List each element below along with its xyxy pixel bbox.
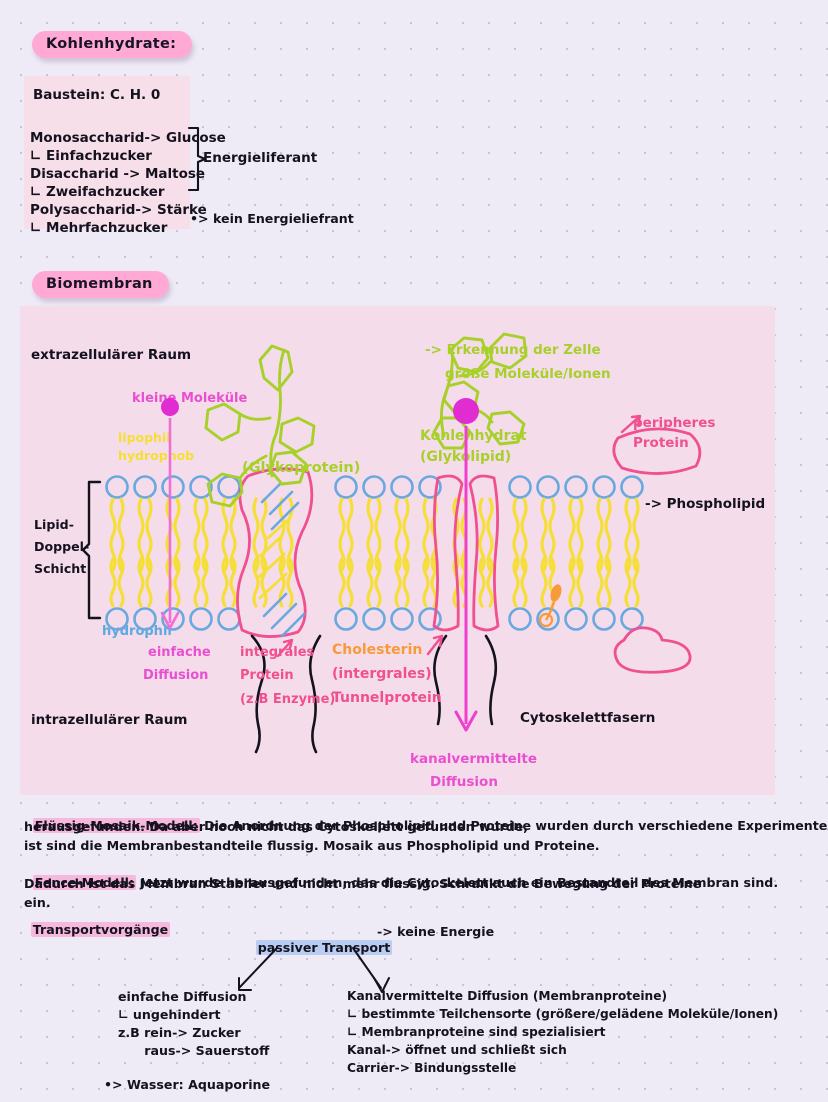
phospholipid-heads-lower [105,607,644,631]
small-molecule-dot [161,398,179,416]
tunnel-protein-shape [432,474,500,632]
left-branch-line-1: ∟ ungehindert [118,1007,221,1022]
peripheral-protein-label-2: Protein [633,435,689,451]
fence-line-0: Fence-Modell: Jetzt wurde herausgefunden… [24,856,778,891]
phospholipid-label: -> Phospholipid [645,496,766,512]
passive-transport-note: -> keine Energie [377,924,495,939]
left-branch-line-3: raus-> Sauerstoff [118,1043,270,1058]
hydrophil-label: hydrophil [102,624,172,639]
peripheral-protein-label-1: peripheres [633,415,716,431]
phospholipid-tails-upper [109,497,640,572]
biomembrane-header-label: Biomembran [32,271,169,298]
recognition-note-2: größe Moleküle/Ionen [445,366,611,382]
integral-protein-label-1: integrales [240,645,315,660]
right-branch-line-1: ∟ bestimmte Teilchensorte (größere/geläd… [347,1007,779,1021]
hydrophob-label: hydrophob [118,448,195,463]
carbs-building-block: Baustein: C. H. 0 [33,87,161,103]
channel-diffusion-label-2: Diffusion [430,774,498,790]
cholesterol-molecule [538,584,562,628]
energy-supplier-label: Energieliferant [203,150,318,166]
carbs-box [24,76,190,229]
fence-term: Fence-Modell: [32,874,137,890]
water-note: •> Wasser: Aquaporine [104,1077,271,1092]
glycoprotein-sugar-chain [204,344,316,508]
lipid-bilayer-label-1: Lipid- [34,517,74,532]
transport-header: Transportvorgänge [22,903,171,938]
passive-transport-label: passiver Transport [255,939,393,955]
simple-diffusion-label-1: einfache [148,645,211,660]
transport-branch-arrows [238,947,390,993]
annotation-arrows [276,414,642,658]
right-branch-line-3: Kanal-> öffnet und schließt sich [347,1043,567,1057]
channel-diffusion-label-1: kanalvermittelte [410,751,538,767]
peripheral-protein-top [612,427,702,475]
fluid-mosaic-text-0: Die Anordnung der Phospholipid und Prote… [199,817,828,833]
cytoskeleton-label: Cytoskelettfasern [520,710,656,726]
fence-text-0: Jetzt wurde herausgefunden, das die Cyto… [136,874,779,890]
cholesterin-label-2: (intergrales) [332,666,432,682]
right-branch-line-4: Carrier-> Bindungsstelle [347,1061,517,1075]
membrane-svg: (Glykoprotein) Kohlenhydrat (Glykolipid) [105,332,702,754]
recognition-note-1: -> Erkennung der Zelle [425,342,601,358]
carbs-line-5: ∟ Mehrfachzucker [30,220,168,236]
left-branch-line-0: einfache Diffusion [118,989,247,1004]
carbs-line-4: Polysaccharid-> Stärke [30,202,207,218]
carbs-line-0: Monosaccharid-> Glucose [30,130,226,146]
lipid-bilayer-bracket-icon [81,480,102,620]
biomembrane-diagram: extrazellulärer Raum intrazellulärer Rau… [20,306,775,795]
peripheral-protein-bottom [613,626,692,674]
carbs-line-2: Disaccharid -> Maltose [30,166,206,182]
right-branch-line-0: Kanalvermittelte Diffusion (Membranprote… [347,989,668,1003]
biomembrane-header: Biomembran [32,271,169,298]
intracellular-label: intrazellulärer Raum [31,712,188,728]
fluid-mosaic-term: Flüssig-Mosaik-Modell: [32,817,200,833]
integral-protein-shape [236,467,314,638]
carbs-header-label: Kohlenhydrate: [32,31,193,58]
integral-protein-label-3: (z.B Enzyme) [240,692,336,707]
large-molecule-dot [453,398,479,424]
cholesterin-label-3: Tunnelprotein [332,690,442,706]
simple-diffusion-label-2: Diffusion [143,668,209,683]
cytoskeleton-fibers [250,634,498,754]
fence-line-1: Dadurch ist das Membran Stabiler und nic… [24,876,702,891]
integral-protein-label-2: Protein [240,668,294,683]
fence-line-2: ein. [24,895,51,910]
carbs-header: Kohlenhydrate: [32,31,193,58]
carbs-line-1: ∟ Einfachzucker [30,148,152,164]
fluid-mosaic-line-1: herausgefunden. Da aber noch nicht das C… [24,819,529,834]
phospholipid-tails-lower [109,557,640,608]
passive-transport-node: passiver Transport [247,921,393,956]
lipid-bilayer-label-3: Schicht [34,561,87,576]
right-branch-line-2: ∟ Membranproteine sind spezialisiert [347,1025,606,1039]
no-energy-supplier-note: •> kein Energieliefrant [190,211,354,226]
transport-header-label: Transportvorgänge [30,921,171,937]
carbohydrate-label-1: Kohlenhydrat [420,428,527,444]
fluid-mosaic-line-0: Flüssig-Mosaik-Modell: Die Anordnung der… [24,799,827,834]
channel-diffusion-arrow [454,426,478,732]
lipid-bilayer-label-2: Doppel- [34,539,90,554]
phospholipid-heads-upper [105,475,644,499]
fluid-mosaic-line-2: ist sind die Membranbestandteile flussig… [24,838,600,853]
left-branch-line-2: z.B rein-> Zucker [118,1025,241,1040]
cholesterin-label-1: Cholesterin [332,642,423,658]
lipophil-label: lipophil [118,430,171,445]
glycoprotein-label: (Glykoprotein) [242,460,360,476]
carbs-line-3: ∟ Zweifachzucker [30,184,165,200]
energy-bracket-icon [187,126,207,192]
simple-diffusion-arrow [160,418,180,630]
extracellular-label: extrazellulärer Raum [31,347,192,363]
